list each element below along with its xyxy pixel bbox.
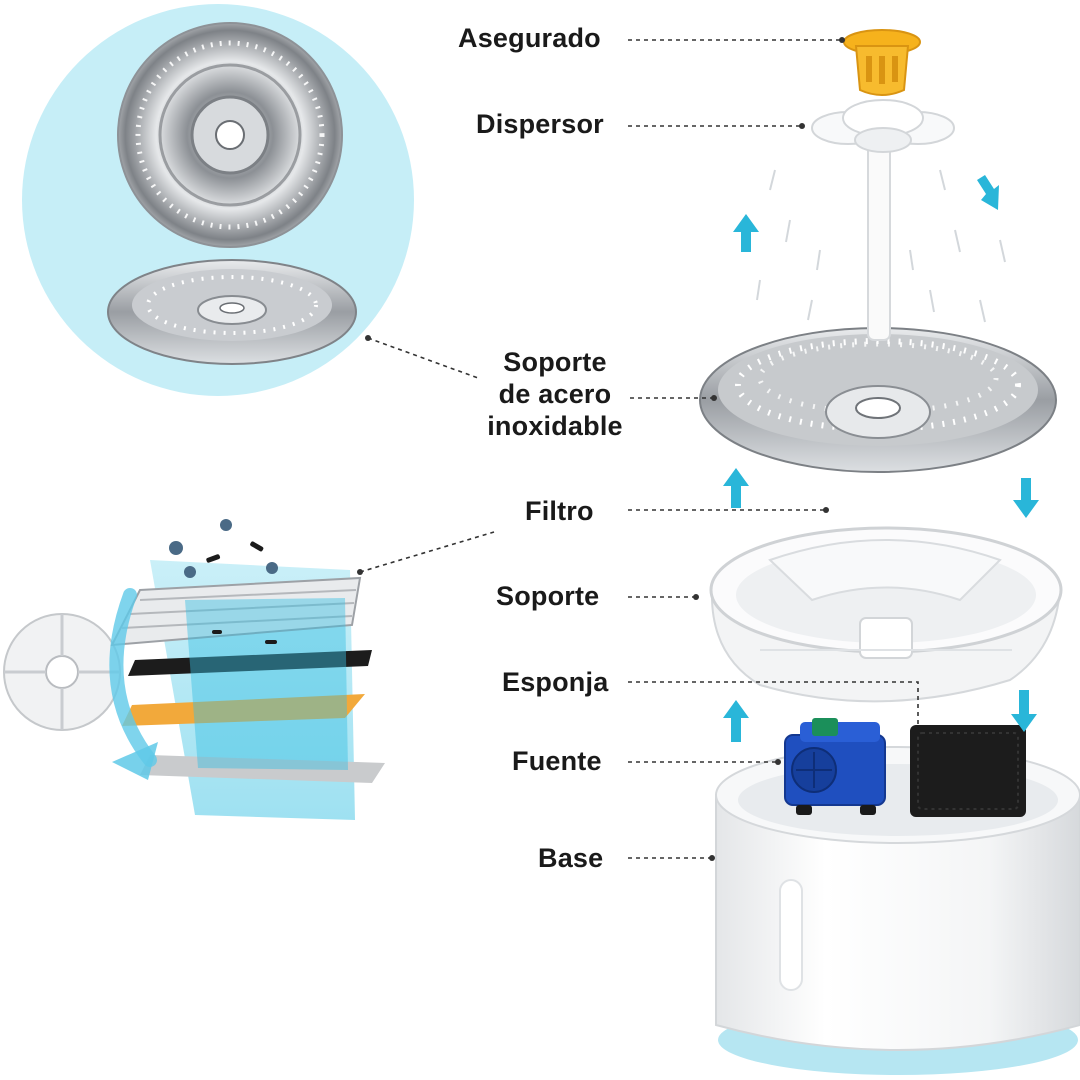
water-level-window (779, 879, 803, 991)
plastic-holder (709, 526, 1063, 703)
flow-arrows (723, 175, 1039, 742)
fountain-exploded-view (699, 29, 1080, 1075)
arrow-up-icon (723, 468, 749, 508)
label-asegurado: Asegurado (458, 23, 601, 53)
carbon-filter-layer (128, 650, 372, 676)
sponge-block (910, 725, 1026, 817)
label-filtro: Filtro (525, 496, 594, 526)
arrow-down-icon (1013, 478, 1039, 518)
fountain-stem-pipe (867, 139, 891, 341)
leader-dots (357, 37, 845, 861)
label-base: Base (538, 843, 604, 873)
label-soporte-acero: Soporte de acero inoxidable (470, 346, 640, 442)
arrow-down-icon (1011, 690, 1037, 732)
label-dispersor: Dispersor (476, 109, 604, 139)
filter-layers-illustration (3, 519, 385, 820)
leader-lines (359, 39, 919, 859)
arrow-up-icon (723, 700, 749, 742)
orange-filter-layer (122, 694, 365, 726)
dispersor-flower (811, 99, 955, 153)
label-soporte-acero-line-1: Soporte (503, 347, 607, 377)
label-fuente: Fuente (512, 746, 602, 776)
arrow-up-icon (733, 214, 759, 252)
stainless-steel-tray (699, 327, 1057, 473)
pump-unit (784, 718, 886, 815)
label-soporte-acero-line-2: de acero (498, 379, 612, 409)
cotton-filter-layer (140, 755, 385, 783)
yellow-locking-cap (843, 29, 921, 96)
water-spray (741, 169, 1006, 323)
label-esponja: Esponja (502, 667, 609, 697)
label-soporte-acero-line-3: inoxidable (487, 411, 623, 441)
arrow-down-icon (977, 175, 999, 210)
steel-tray-detail (22, 4, 414, 396)
flow-arrow-curved-icon (109, 588, 157, 767)
label-soporte: Soporte (496, 581, 600, 611)
